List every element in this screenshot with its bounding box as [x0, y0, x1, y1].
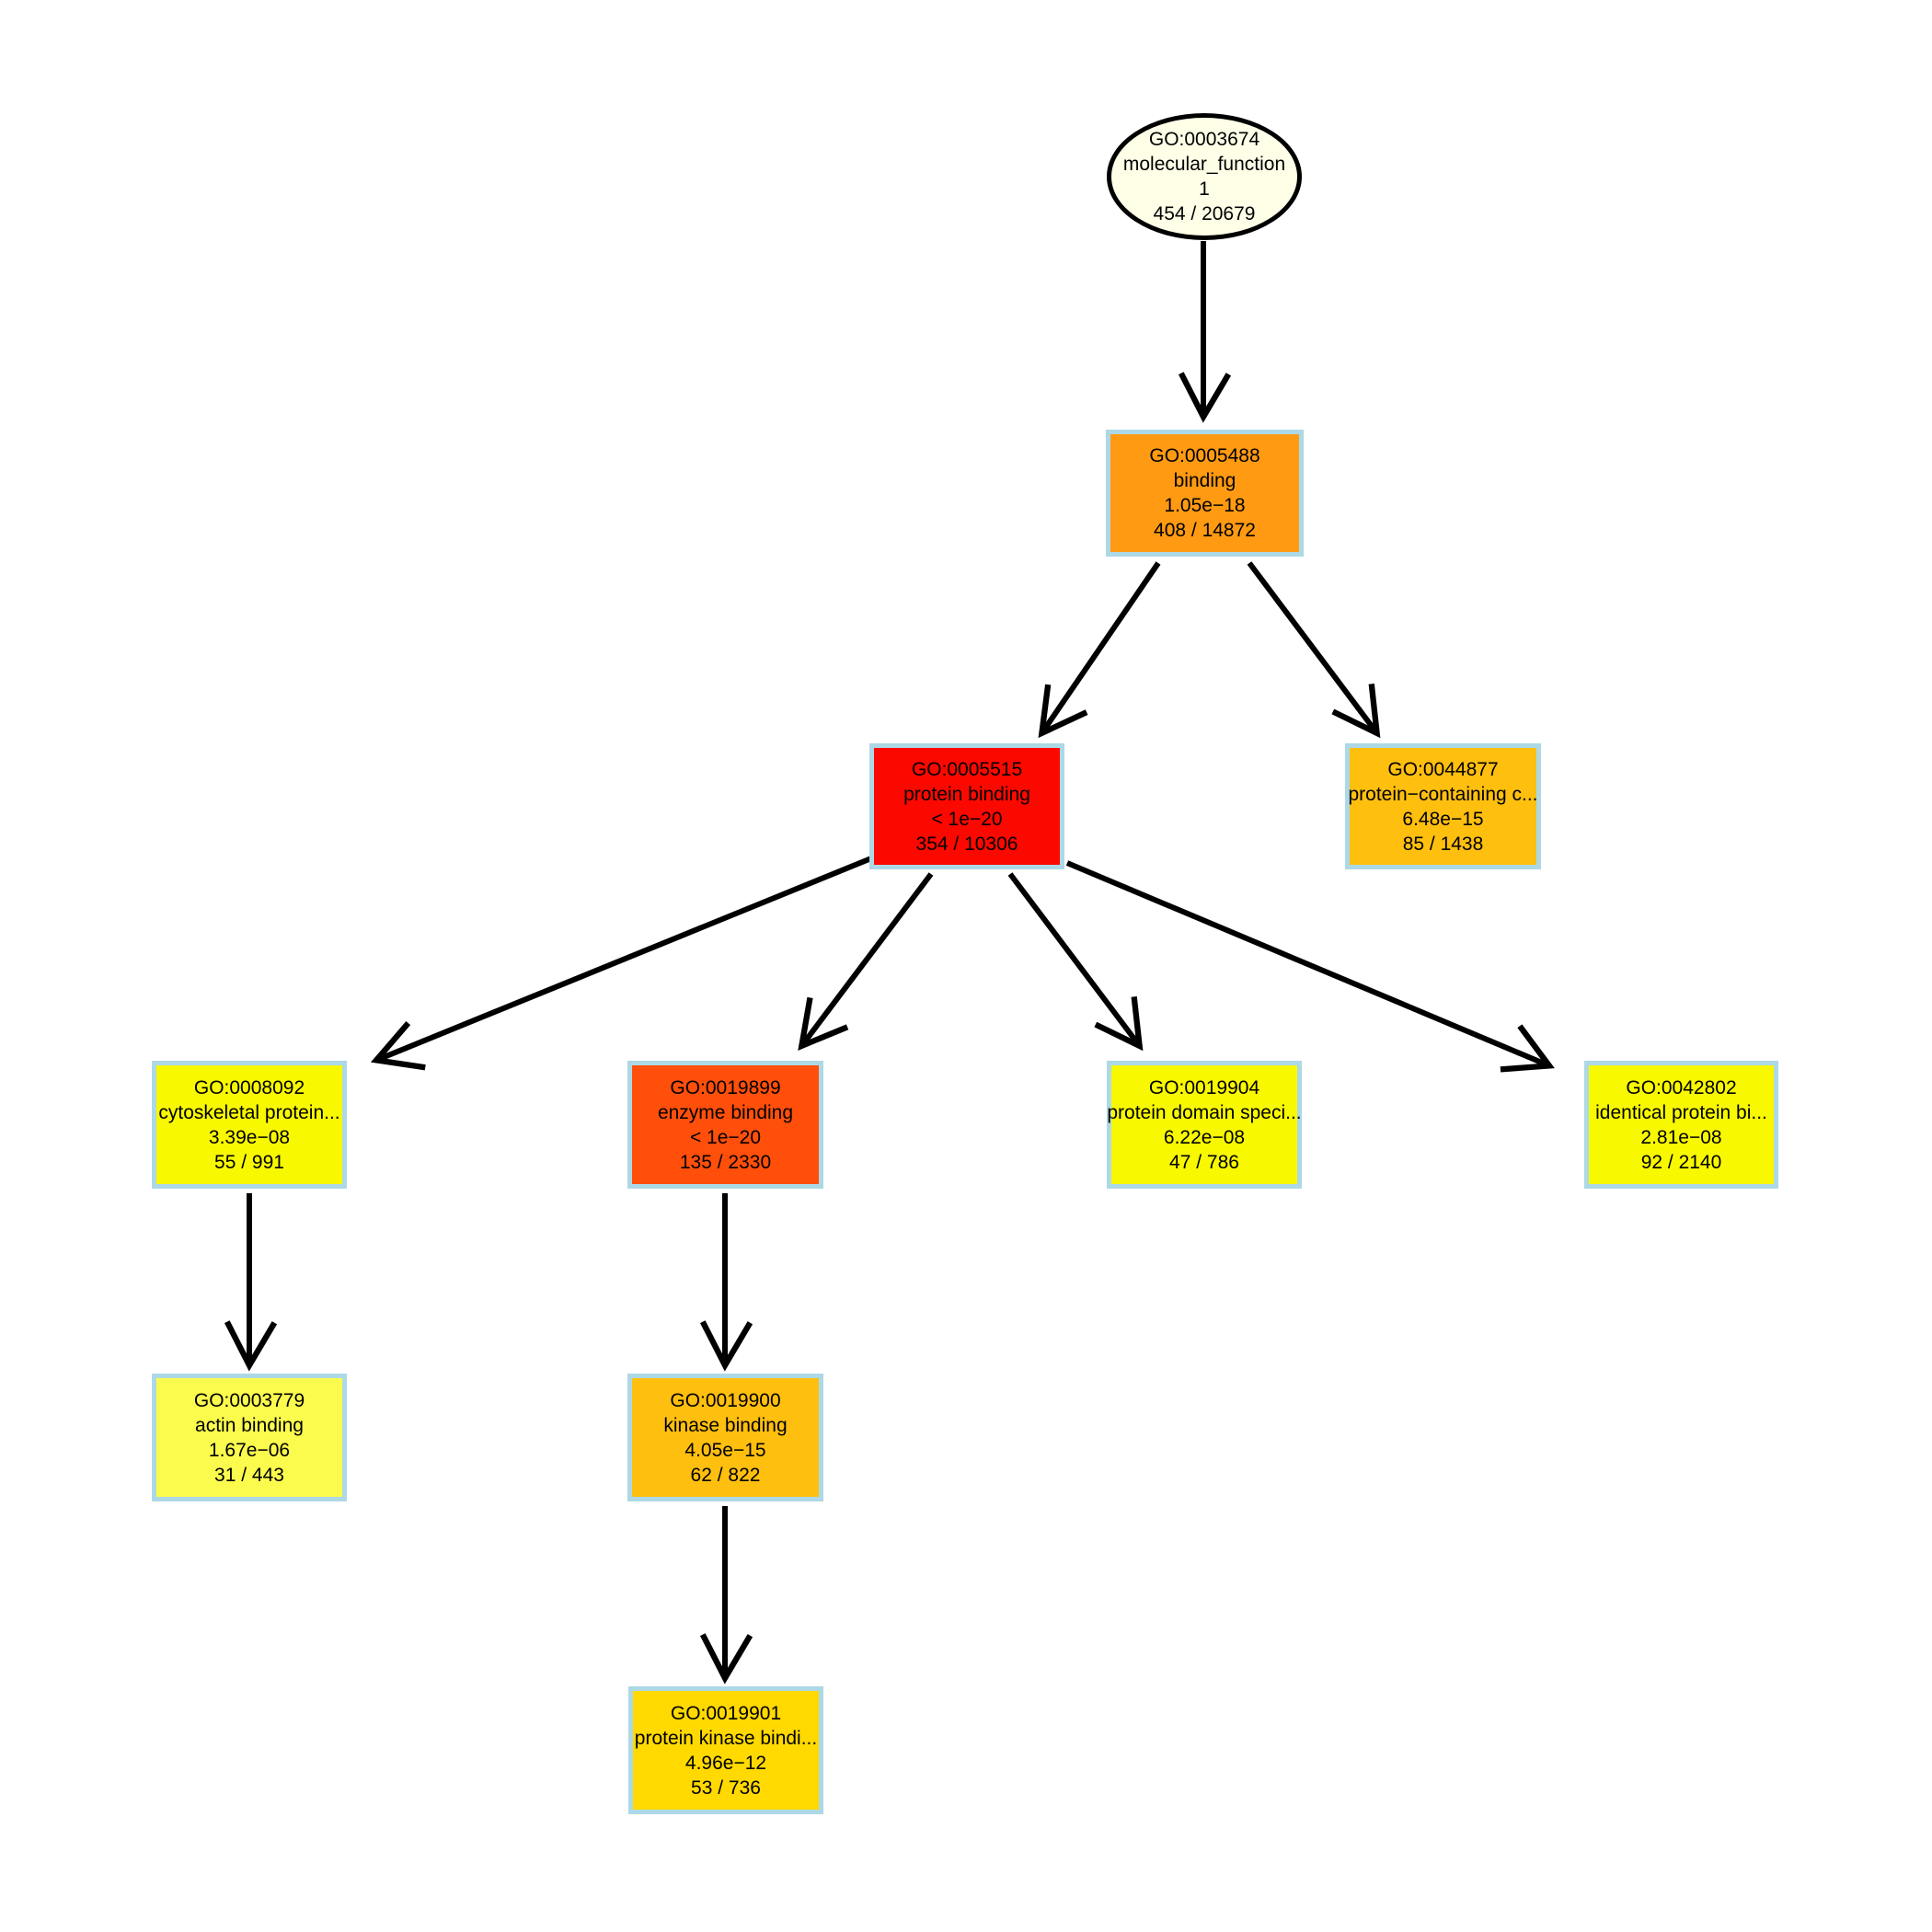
go-id-label: GO:0003674 [1148, 129, 1260, 150]
ratio-label: 55 / 991 [214, 1151, 284, 1173]
go-node-GO:0003779: GO:0003779 actin binding 1.67e−06 31 / 443 [152, 1374, 347, 1501]
dag-edge-GO:0005515-to-GO:0042802 [1065, 860, 1555, 1073]
ratio-label: 62 / 822 [690, 1464, 761, 1486]
term-label: actin binding [195, 1414, 304, 1436]
term-label: cytoskeletal protein... [158, 1101, 340, 1123]
go-id-label: GO:0042802 [1626, 1076, 1737, 1098]
pvalue-label: 6.48e−15 [1402, 808, 1484, 830]
pvalue-label: 1.67e−06 [208, 1439, 291, 1461]
dag-edge-GO:0005515-to-GO:0019904 [1007, 872, 1144, 1052]
go-id-label: GO:0005488 [1149, 445, 1260, 466]
go-id-label: GO:0019904 [1148, 1076, 1260, 1098]
go-node-GO:0019901: GO:0019901 protein kinase bindi... 4.96e−1… [628, 1686, 823, 1814]
go-id-label: GO:0019900 [670, 1389, 781, 1411]
go-node-GO:0005515: GO:0005515 protein binding < 1e−20 354 / 10… [869, 743, 1064, 869]
pvalue-label: < 1e−20 [689, 1126, 762, 1148]
term-label: molecular_function [1122, 154, 1286, 175]
ratio-label: 47 / 786 [1169, 1151, 1239, 1173]
term-label: kinase binding [663, 1414, 788, 1436]
dag-edge-GO:0005488-to-GO:0044877 [1247, 561, 1381, 739]
dag-edge-GO:0005515-to-GO:0008092 [370, 856, 873, 1071]
go-id-label: GO:0003779 [193, 1389, 305, 1411]
term-label: protein kinase bindi... [634, 1727, 818, 1749]
ratio-label: 31 / 443 [214, 1464, 284, 1486]
go-node-GO:0019900: GO:0019900 kinase binding 4.05e−15 62 / 822 [627, 1374, 823, 1501]
ratio-label: 454 / 20679 [1153, 203, 1256, 224]
ratio-label: 92 / 2140 [1640, 1151, 1722, 1173]
go-node-GO:0019899: GO:0019899 enzyme binding < 1e−20 135 / 233… [627, 1061, 823, 1189]
ratio-label: 85 / 1438 [1402, 833, 1484, 855]
go-node-GO:0008092: GO:0008092 cytoskeletal protein... 3.39e−0… [152, 1061, 347, 1189]
term-label: binding [1173, 470, 1236, 491]
go-id-label: GO:0005515 [911, 758, 1023, 780]
term-label: protein domain speci... [1107, 1101, 1302, 1123]
pvalue-label: 6.22e−08 [1163, 1126, 1246, 1148]
term-label: enzyme binding [657, 1101, 794, 1123]
term-label: protein−containing c... [1348, 783, 1538, 805]
pvalue-label: 2.81e−08 [1640, 1126, 1722, 1148]
pvalue-label: 3.39e−08 [208, 1126, 291, 1148]
ratio-label: 408 / 14872 [1154, 520, 1256, 541]
go-node-GO:0044877: GO:0044877 protein−containing c... 6.48e−1… [1345, 743, 1541, 869]
pvalue-label: < 1e−20 [931, 808, 1003, 830]
ratio-label: 354 / 10306 [915, 833, 1018, 855]
pvalue-label: 1.05e−18 [1164, 495, 1246, 516]
ratio-label: 135 / 2330 [679, 1151, 772, 1173]
ratio-label: 53 / 736 [691, 1777, 761, 1799]
go-id-label: GO:0008092 [193, 1076, 305, 1098]
term-label: protein binding [903, 783, 1030, 805]
dag-edge-GO:0005488-to-GO:0005515 [1038, 561, 1161, 739]
go-id-label: GO:0044877 [1387, 758, 1499, 780]
go-node-GO:0019904: GO:0019904 protein domain speci... 6.22e−0… [1107, 1061, 1302, 1189]
pvalue-label: 4.05e−15 [684, 1439, 766, 1461]
go-node-GO:0003674: GO:0003674 molecular_function 1 454 / 20679 [1107, 113, 1302, 240]
go-node-GO:0042802: GO:0042802 identical protein bi... 2.81e−0… [1584, 1061, 1778, 1189]
dag-edge-GO:0005515-to-GO:0019899 [798, 872, 934, 1051]
go-id-label: GO:0019899 [670, 1076, 781, 1098]
go-id-label: GO:0019901 [670, 1702, 782, 1724]
term-label: identical protein bi... [1595, 1101, 1767, 1123]
pvalue-label: 4.96e−12 [684, 1752, 767, 1774]
go-node-GO:0005488: GO:0005488 binding 1.05e−18 408 / 14872 [1106, 430, 1304, 557]
pvalue-label: 1 [1199, 178, 1210, 200]
